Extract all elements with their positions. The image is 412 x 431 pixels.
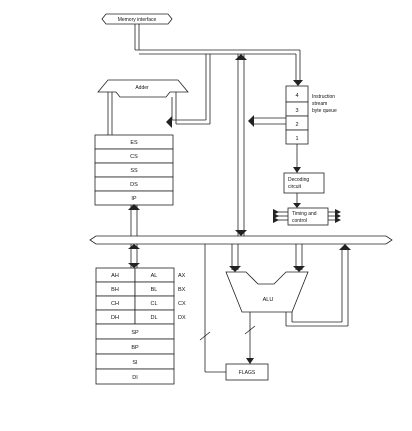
memory-interface-block: Memory interface [101,13,173,25]
bus-to-registers-link [128,244,140,268]
queue-slot-label: 2 [295,122,298,128]
alu-inputs [229,244,305,272]
segment-register-label: SS [130,168,138,174]
internal-bus [89,235,393,245]
register-label: DL [150,315,157,321]
segment-to-bus-link [128,204,140,236]
general-registers: AH AL AX BH BL BX CH CL CX DH DL DX SP B… [95,267,186,385]
register-label: DH [111,315,119,321]
memory-interface-label: Memory interface [118,17,157,23]
register-label: AH [111,273,119,279]
queue-label: stream [312,101,327,107]
adder-block: Adder [97,79,189,98]
timing-label: control [292,218,307,224]
register-label: CH [111,301,119,307]
register-label: BL [151,287,158,293]
segment-register-label: ES [130,140,138,146]
register-label: SI [132,360,138,366]
instruction-queue: 4 3 2 1 Instruction stream byte queue [285,85,337,145]
register-pair-label: CX [178,301,186,307]
register-label: SP [131,330,139,336]
upper-bus [134,24,303,86]
queue-label: byte queue [312,108,337,114]
segment-registers: ES CS SS DS IP [94,134,174,206]
register-label: AL [151,273,158,279]
register-pair-label: BX [178,287,186,293]
register-pair-label: DX [178,315,186,321]
alu-label: ALU [263,297,274,303]
decoding-label: circuit [288,184,302,190]
queue-to-bus-link [248,115,286,127]
queue-slot-label: 4 [295,93,298,99]
queue-slot-label: 1 [295,136,298,142]
adder-label: Adder [135,85,149,91]
register-label: BP [131,345,139,351]
register-label: BH [111,287,119,293]
timing-label: Timing and [292,211,317,217]
flags-label: FLAGS [239,370,256,376]
register-label: DI [132,375,138,381]
pointer-register [95,368,175,385]
flags-block: FLAGS [225,363,269,381]
queue-label: Instruction [312,94,335,100]
vertical-data-bus [235,54,247,236]
segment-register-label: DS [130,182,138,188]
queue-slot-label: 3 [295,108,298,114]
decoding-circuit: Decoding circuit [283,172,325,194]
decoding-label: Decoding [288,177,309,183]
alu-output-feedback [285,244,351,327]
segment-register-label: IP [131,196,137,202]
segment-register-label: CS [130,154,138,160]
alu-block: ALU [225,271,309,313]
register-label: CL [150,301,157,307]
register-pair-label: AX [178,273,186,279]
timing-and-control: Timing and control [273,207,341,226]
